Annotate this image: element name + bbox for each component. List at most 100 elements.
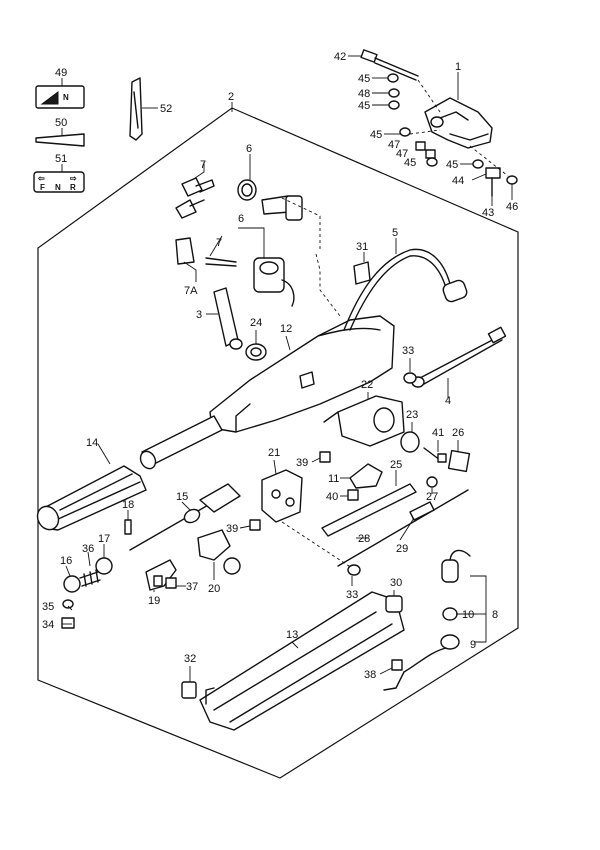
part-20-clamp: [197, 529, 241, 575]
callout-11: 11: [328, 473, 339, 485]
part-22-bracket: [323, 395, 405, 447]
part-26-plate: [447, 449, 471, 473]
callout-3: 3: [196, 309, 202, 321]
callout-30: 30: [390, 577, 402, 589]
callout-8: 8: [492, 609, 498, 621]
callout-7A: 7A: [184, 285, 198, 297]
callout-1: 1: [455, 61, 461, 73]
callout-10: 10: [462, 609, 474, 621]
callout-2: 2: [228, 91, 234, 103]
callout-43: 43: [482, 207, 494, 219]
callout-40: 40: [326, 491, 338, 503]
callout-52: 52: [160, 103, 172, 115]
part-25-rod-bracket: [321, 483, 417, 537]
part-21-bracket: [261, 469, 303, 523]
part-29-shift-cable: [337, 489, 469, 567]
callout-49: 49: [55, 67, 67, 79]
callout-5: 5: [392, 227, 398, 239]
callout-12: 12: [280, 323, 292, 335]
callout-51: 51: [55, 153, 67, 165]
callout-35: 35: [42, 601, 54, 613]
leader-lines: [61, 55, 513, 682]
part-7A-cap: [175, 237, 237, 267]
parts-8-9-10-stop: [403, 549, 471, 673]
callout-39: 39: [226, 523, 238, 535]
assembly-frame: [37, 102, 519, 779]
callout-45: 45: [370, 129, 382, 141]
callout-18: 18: [122, 499, 134, 511]
part-51-shift-decal: ⇦ ⇨ F N R: [33, 171, 85, 193]
part-38-screw: [383, 659, 405, 691]
callout-6: 6: [246, 143, 252, 155]
callout-9: 9: [470, 639, 476, 651]
part-41-screw: [423, 447, 447, 463]
part-49-neutral-decal: N: [35, 85, 85, 109]
callout-36: 36: [82, 543, 94, 555]
shift-forward-text: F: [40, 183, 45, 192]
callout-24: 24: [250, 317, 262, 329]
callout-28: 28: [358, 533, 370, 545]
callout-29: 29: [396, 543, 408, 555]
callout-16: 16: [60, 555, 72, 567]
callout-37: 37: [186, 581, 198, 593]
callout-32: 32: [184, 653, 196, 665]
parts-34-35-bolt: [61, 599, 75, 629]
callout-14: 14: [86, 437, 98, 449]
parts-33-washer: [347, 372, 417, 576]
callout-48: 48: [358, 88, 370, 100]
neutral-decal-text: N: [63, 93, 69, 102]
callout-45: 45: [446, 159, 458, 171]
screws-37-39-40: [165, 451, 359, 589]
parts-16-17-36: [63, 557, 113, 593]
part-3-lever: [213, 287, 243, 350]
part-4-throttle-cable: [411, 326, 507, 388]
callout-7: 7: [216, 237, 222, 249]
part-11-cover: [349, 463, 383, 489]
part-23-knob: [400, 431, 420, 453]
part-32-clip: [181, 681, 197, 699]
callout-6: 6: [238, 213, 244, 225]
part-6-switch: [237, 179, 303, 221]
callout-31: 31: [356, 241, 368, 253]
callout-33: 33: [402, 345, 414, 357]
callout-45: 45: [358, 73, 370, 85]
part-1-dashed-guides: [409, 79, 509, 177]
part-31-clip: [353, 261, 371, 285]
shift-neutral-text: N: [55, 183, 61, 192]
part-52-clip: [129, 77, 143, 141]
part-15-shift-rod: [129, 483, 241, 551]
part-1-bracket: [424, 97, 493, 149]
callout-17: 17: [98, 533, 110, 545]
part-7-key: [175, 177, 215, 219]
shift-left-arrow-icon: ⇦: [37, 174, 45, 183]
callout-25: 25: [390, 459, 402, 471]
callout-41: 41: [432, 427, 444, 439]
part-50-strip-decal: [35, 133, 85, 147]
part-18-pin: [124, 519, 132, 535]
callout-23: 23: [406, 409, 418, 421]
callout-47: 47: [388, 139, 400, 151]
part-14-grip: [36, 465, 147, 531]
callout-34: 34: [42, 619, 54, 631]
callout-47: 47: [396, 148, 408, 160]
part-30-clip: [385, 595, 403, 613]
shift-right-arrow-icon: ⇨: [70, 174, 77, 183]
callout-20: 20: [208, 583, 220, 595]
callout-22: 22: [361, 379, 373, 391]
callout-45: 45: [358, 100, 370, 112]
part-13-lower-bracket: [199, 591, 405, 731]
callout-4: 4: [445, 395, 451, 407]
callout-15: 15: [176, 491, 188, 503]
callout-45: 45: [404, 157, 416, 169]
callout-21: 21: [268, 447, 280, 459]
part-6-stop-switch: [253, 257, 295, 307]
callout-44: 44: [452, 175, 464, 187]
callout-27: 27: [426, 491, 438, 503]
part-24-grommet: [245, 343, 267, 361]
callout-38: 38: [364, 669, 376, 681]
callout-7: 7: [200, 159, 206, 171]
callout-19: 19: [148, 595, 160, 607]
shift-reverse-text: R: [70, 183, 76, 192]
part-12-tiller-body: [209, 315, 395, 433]
